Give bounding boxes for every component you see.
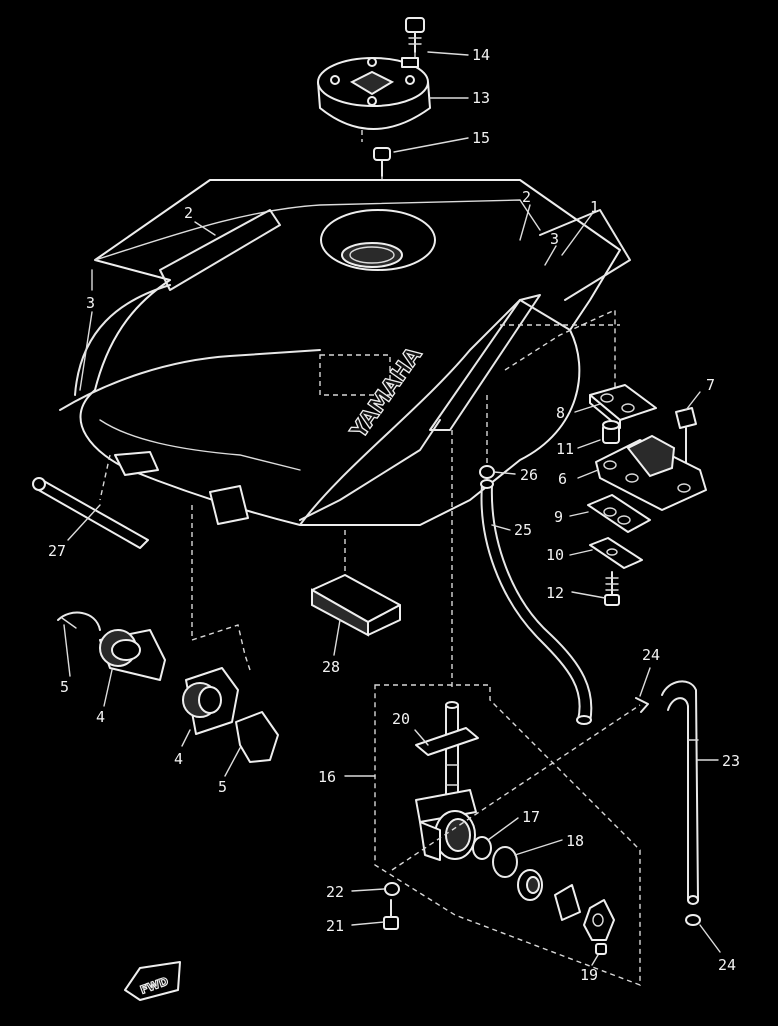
callout-10: 10 bbox=[546, 546, 564, 564]
callout-22: 22 bbox=[326, 883, 344, 901]
callout-24-upper: 24 bbox=[642, 646, 660, 664]
callout-19: 19 bbox=[580, 966, 598, 984]
callout-21: 21 bbox=[326, 917, 344, 935]
fuel-cock-body bbox=[415, 789, 477, 861]
fuel-cock-assembly-outline bbox=[374, 684, 641, 987]
leader-line bbox=[99, 454, 111, 501]
callout-13: 13 bbox=[472, 89, 490, 107]
filler-cap-bolt-14 bbox=[405, 17, 425, 53]
callout-20: 20 bbox=[392, 710, 410, 728]
plate-10 bbox=[589, 537, 643, 569]
leader-line bbox=[391, 704, 641, 871]
callout-28: 28 bbox=[322, 658, 340, 676]
callout-27: 27 bbox=[48, 542, 66, 560]
o-ring-17 bbox=[472, 836, 492, 860]
hose-clip-24-upper bbox=[635, 697, 649, 713]
cover-clip-5-upper bbox=[57, 611, 101, 631]
callout-15: 15 bbox=[472, 129, 490, 147]
callout-23: 23 bbox=[722, 752, 740, 770]
callout-8: 8 bbox=[556, 404, 565, 422]
callout-leaders bbox=[63, 51, 721, 966]
callout-2-right: 2 bbox=[522, 188, 531, 206]
clip-26 bbox=[479, 465, 495, 479]
callout-16: 16 bbox=[318, 768, 336, 786]
damper-block-28 bbox=[311, 574, 401, 637]
callout-3-left: 3 bbox=[86, 294, 95, 312]
callout-25: 25 bbox=[514, 521, 532, 539]
callout-14: 14 bbox=[472, 46, 490, 64]
bracket-6 bbox=[595, 434, 707, 511]
side-cover-4-upper bbox=[99, 629, 166, 681]
fuel-hose-23 bbox=[661, 680, 699, 905]
callout-labels: 14 13 15 2 3 2 1 3 8 11 7 6 9 10 12 26 2… bbox=[48, 46, 740, 984]
screw-21 bbox=[383, 899, 399, 930]
tank-rod-27 bbox=[32, 477, 149, 549]
callout-7: 7 bbox=[706, 376, 715, 394]
cover-clip-5-lower bbox=[235, 711, 279, 763]
callout-24-lower: 24 bbox=[718, 956, 736, 974]
callout-2-left: 2 bbox=[184, 204, 193, 222]
callout-5-lower: 5 bbox=[218, 778, 227, 796]
lever-parts bbox=[517, 869, 615, 941]
callout-17: 17 bbox=[522, 808, 540, 826]
hose-clip-24-lower bbox=[685, 914, 701, 926]
fuel-tank: YAMAHA bbox=[59, 179, 631, 690]
filler-cap-13 bbox=[317, 57, 431, 130]
screw-19 bbox=[595, 943, 607, 955]
leader-line bbox=[191, 505, 251, 671]
callout-4-lower: 4 bbox=[174, 750, 183, 768]
callout-18: 18 bbox=[566, 832, 584, 850]
callout-4-upper: 4 bbox=[96, 708, 105, 726]
bracket-8 bbox=[589, 384, 657, 429]
collar-11 bbox=[602, 420, 620, 444]
rubber-pad-9 bbox=[587, 494, 651, 533]
filter-pipe-20 bbox=[415, 701, 479, 801]
washer-22 bbox=[384, 882, 400, 896]
callout-6: 6 bbox=[558, 470, 567, 488]
callout-9: 9 bbox=[554, 508, 563, 526]
callout-26: 26 bbox=[520, 466, 538, 484]
side-cover-4-lower bbox=[182, 667, 239, 735]
callout-3-right: 3 bbox=[550, 230, 559, 248]
callout-12: 12 bbox=[546, 584, 564, 602]
bolt-12 bbox=[604, 571, 620, 606]
gasket-18 bbox=[492, 846, 518, 878]
forward-direction-arrow: FWD bbox=[124, 961, 181, 1001]
callout-11: 11 bbox=[556, 440, 574, 458]
callout-1: 1 bbox=[590, 198, 599, 216]
breather-hose-25 bbox=[480, 479, 593, 725]
callout-5-upper: 5 bbox=[60, 678, 69, 696]
